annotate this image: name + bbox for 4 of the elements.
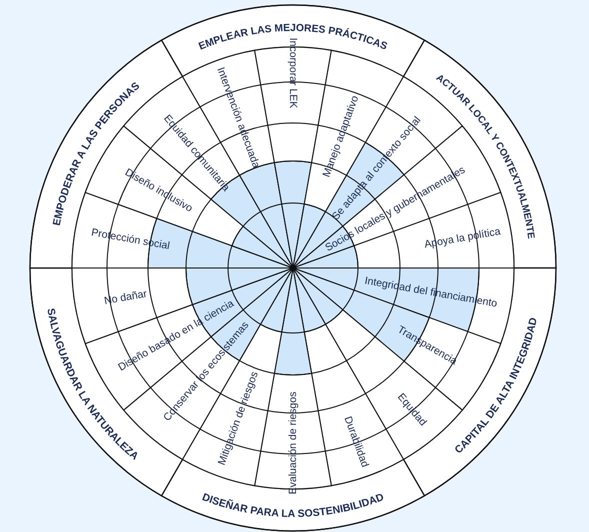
criterion-label: Incorporar LEK	[287, 38, 299, 108]
criterion-label: Protección social	[90, 226, 171, 252]
criterion-label: No dañar	[103, 288, 148, 308]
criterion-label: Evaluación de riesgos	[287, 392, 299, 494]
